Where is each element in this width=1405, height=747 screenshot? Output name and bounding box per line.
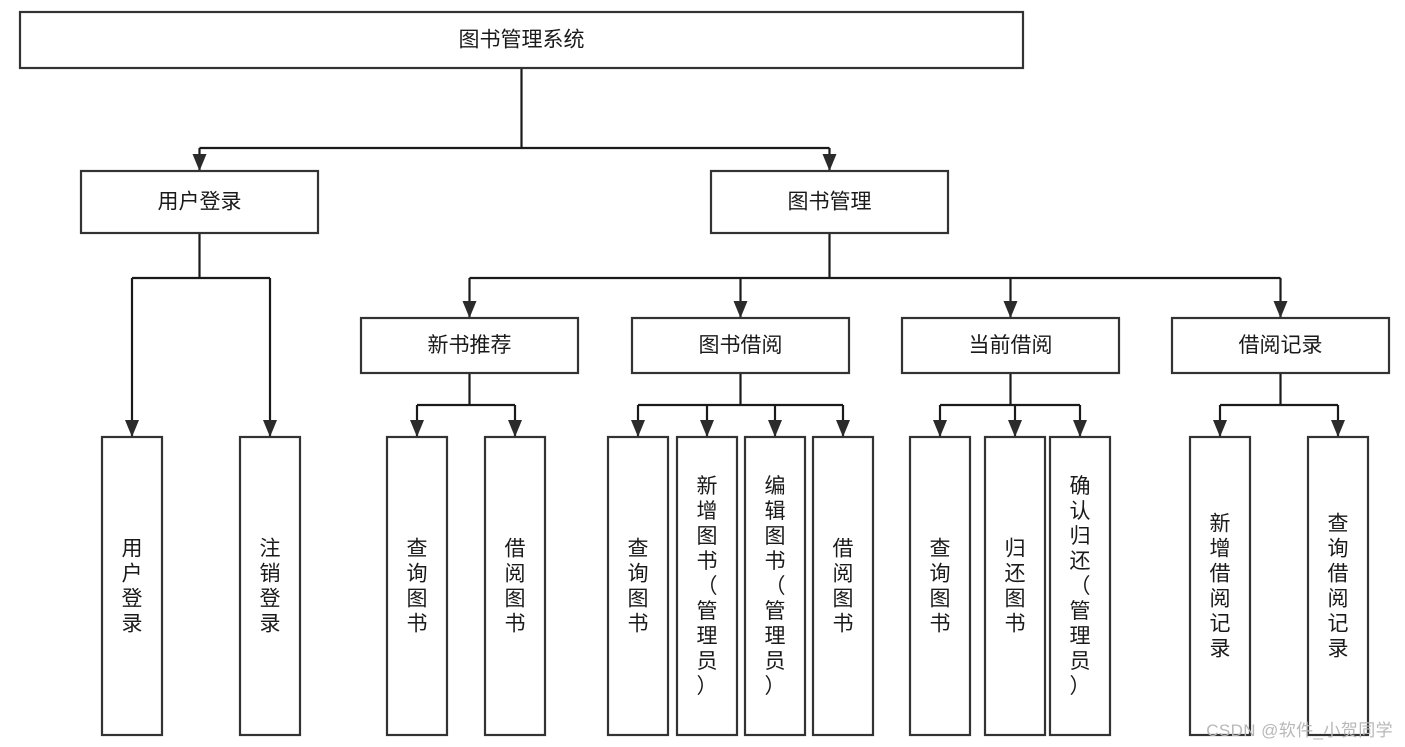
arrow-head-icon <box>462 301 477 318</box>
arrow-head-icon <box>700 420 714 437</box>
node-leaf-query-book-1[interactable]: 查询图书 <box>385 435 449 737</box>
node-box-leaf-borrow-book-2[interactable] <box>811 435 875 737</box>
node-label-current-borrow: 当前借阅 <box>969 334 1053 357</box>
node-label-leaf-borrow-book-2: 借阅图书 <box>833 538 854 636</box>
node-box-leaf-query-book-3[interactable] <box>908 435 972 737</box>
node-root[interactable]: 图书管理系统 <box>18 10 1025 70</box>
arrow-head-icon <box>631 420 645 437</box>
arrow-head-icon <box>822 154 837 171</box>
node-box-leaf-add-record[interactable] <box>1188 435 1252 737</box>
arrow-head-icon <box>192 154 207 171</box>
node-leaf-add-book[interactable]: 新增图书（管理员） <box>675 435 739 737</box>
node-leaf-user-login[interactable]: 用户登录 <box>100 435 164 737</box>
node-label-borrow-record: 借阅记录 <box>1239 334 1323 357</box>
edge-group-book-borrow <box>631 373 850 437</box>
node-box-leaf-return-book[interactable] <box>983 435 1047 737</box>
arrow-head-icon <box>768 420 782 437</box>
arrow-head-icon <box>933 420 947 437</box>
node-label-leaf-query-book-2: 查询图书 <box>628 538 649 636</box>
node-user-login[interactable]: 用户登录 <box>79 169 320 235</box>
arrow-head-icon <box>733 301 748 318</box>
node-label-leaf-return-book: 归还图书 <box>1005 538 1026 636</box>
node-label-book-borrow: 图书借阅 <box>699 334 783 357</box>
arrow-head-icon <box>1003 301 1018 318</box>
arrow-head-icon <box>410 420 424 437</box>
node-box-borrow-record[interactable] <box>1170 316 1391 375</box>
node-label-book-manage: 图书管理 <box>788 191 872 214</box>
node-box-leaf-borrow-book-1[interactable] <box>483 435 547 737</box>
node-label-user-login: 用户登录 <box>158 191 242 214</box>
edge-group-book-manage <box>462 233 1288 318</box>
node-label-leaf-user-login: 用户登录 <box>122 538 143 636</box>
node-label-leaf-query-book-3: 查询图书 <box>930 538 951 636</box>
node-leaf-logout[interactable]: 注销登录 <box>238 435 302 737</box>
node-label-leaf-add-record: 新增借阅记录 <box>1210 513 1231 661</box>
node-label-leaf-borrow-book-1: 借阅图书 <box>505 538 526 636</box>
node-layer: 图书管理系统用户登录图书管理新书推荐图书借阅当前借阅借阅记录用户登录注销登录查询… <box>18 10 1391 737</box>
node-box-leaf-add-book[interactable] <box>675 435 739 737</box>
node-box-book-manage[interactable] <box>709 169 950 235</box>
node-box-leaf-confirm-return[interactable] <box>1048 435 1112 737</box>
node-leaf-add-record[interactable]: 新增借阅记录 <box>1188 435 1252 737</box>
node-box-new-book-recommend[interactable] <box>359 316 580 375</box>
arrow-head-icon <box>1331 420 1345 437</box>
node-label-leaf-logout: 注销登录 <box>260 538 281 636</box>
node-label-root: 图书管理系统 <box>459 29 585 52</box>
node-leaf-query-record[interactable]: 查询借阅记录 <box>1306 435 1370 737</box>
node-box-root[interactable] <box>18 10 1025 70</box>
node-box-book-borrow[interactable] <box>630 316 851 375</box>
node-leaf-return-book[interactable]: 归还图书 <box>983 435 1047 737</box>
node-label-leaf-query-book-1: 查询图书 <box>407 538 428 636</box>
node-box-leaf-query-book-2[interactable] <box>606 435 670 737</box>
node-label-new-book-recommend: 新书推荐 <box>428 334 512 357</box>
node-leaf-confirm-return[interactable]: 确认归还（管理员） <box>1048 435 1112 737</box>
edge-group-root <box>192 68 837 171</box>
arrow-head-icon <box>1008 420 1022 437</box>
node-leaf-borrow-book-1[interactable]: 借阅图书 <box>483 435 547 737</box>
node-box-leaf-user-login[interactable] <box>100 435 164 737</box>
node-label-leaf-edit-book: 编辑图书（管理员） <box>765 475 786 698</box>
node-current-borrow[interactable]: 当前借阅 <box>900 316 1121 375</box>
node-new-book-recommend[interactable]: 新书推荐 <box>359 316 580 375</box>
arrow-head-icon <box>263 420 277 437</box>
node-leaf-borrow-book-2[interactable]: 借阅图书 <box>811 435 875 737</box>
edge-group-user-login <box>125 233 277 437</box>
arrow-head-icon <box>836 420 850 437</box>
arrow-head-icon <box>1213 420 1227 437</box>
node-label-leaf-query-record: 查询借阅记录 <box>1328 513 1349 661</box>
arrow-head-icon <box>1273 301 1288 318</box>
node-label-leaf-add-book: 新增图书（管理员） <box>697 475 718 698</box>
arrow-head-icon <box>1073 420 1087 437</box>
node-book-manage[interactable]: 图书管理 <box>709 169 950 235</box>
node-box-leaf-query-book-1[interactable] <box>385 435 449 737</box>
node-box-user-login[interactable] <box>79 169 320 235</box>
edge-group-current-borrow <box>933 373 1087 437</box>
node-borrow-record[interactable]: 借阅记录 <box>1170 316 1391 375</box>
node-box-leaf-query-record[interactable] <box>1306 435 1370 737</box>
connector-layer <box>125 68 1345 437</box>
node-leaf-edit-book[interactable]: 编辑图书（管理员） <box>743 435 807 737</box>
node-leaf-query-book-2[interactable]: 查询图书 <box>606 435 670 737</box>
edge-group-borrow-record <box>1213 373 1345 437</box>
node-box-leaf-logout[interactable] <box>238 435 302 737</box>
edge-group-new-book-recommend <box>410 373 522 437</box>
node-leaf-query-book-3[interactable]: 查询图书 <box>908 435 972 737</box>
node-label-leaf-confirm-return: 确认归还（管理员） <box>1070 475 1091 698</box>
arrow-head-icon <box>508 420 522 437</box>
node-book-borrow[interactable]: 图书借阅 <box>630 316 851 375</box>
node-box-leaf-edit-book[interactable] <box>743 435 807 737</box>
node-box-current-borrow[interactable] <box>900 316 1121 375</box>
arrow-head-icon <box>125 420 139 437</box>
